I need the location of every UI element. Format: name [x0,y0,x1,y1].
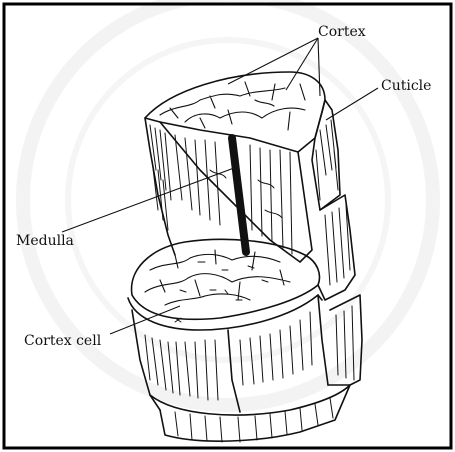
cell-nuclei [175,262,268,322]
leader-lines [62,38,378,334]
lower-crosssection-outline [132,239,320,319]
lower-front-striations [145,312,312,400]
label-medulla: Medulla [16,233,74,249]
lower-cuticle-rim [128,295,322,330]
left-upper-striations [150,125,171,230]
crosssection-cells [145,250,290,305]
label-cuticle: Cuticle [381,78,431,94]
right-step-striations [325,205,350,285]
top-surface-cells [160,82,305,130]
medulla-leader [62,168,234,232]
label-cortex-cell: Cortex cell [24,333,102,349]
medulla-core [232,138,246,252]
label-cortex: Cortex [318,24,366,40]
right-step-segment [318,195,355,300]
cuticle-leader [326,88,378,120]
